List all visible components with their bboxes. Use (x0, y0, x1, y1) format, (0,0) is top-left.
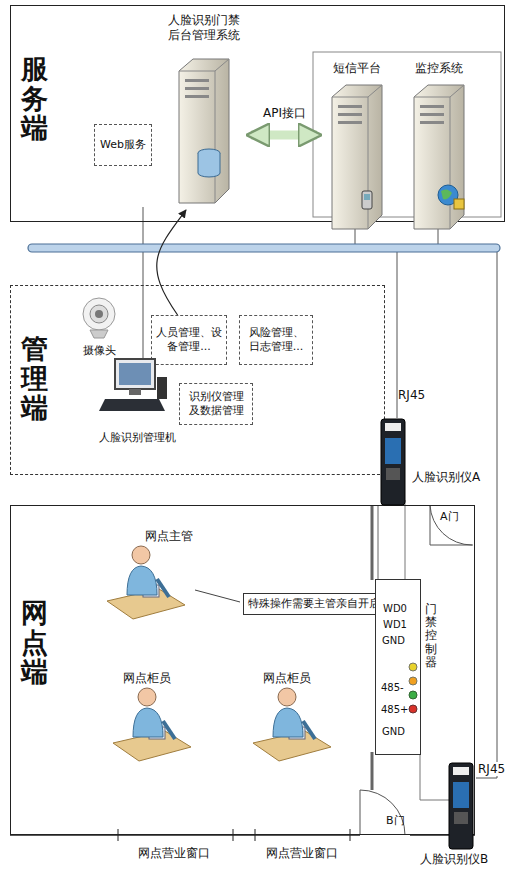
plain-label: GND (382, 726, 405, 738)
function-box: 风险管理、日志管理... (239, 315, 313, 365)
node-label: 风险管理、日志管理... (244, 326, 308, 354)
reader-drawing (448, 762, 474, 850)
edge-label: API接口 (263, 106, 306, 120)
plain-label: GND (382, 635, 405, 647)
plain-label: 网点营业窗口 (266, 846, 338, 860)
node-label: 人员管理、设备管理... (156, 326, 222, 354)
connector (157, 210, 186, 315)
callout-box: 特殊操作需要主管亲自开启 (243, 593, 385, 615)
node-label: 网点端 (21, 598, 48, 687)
led-dots (407, 661, 419, 721)
plain-label: RJ45 (398, 388, 425, 402)
node-label: 识别仪管理及数据管理 (184, 390, 248, 418)
server-tower (328, 83, 386, 233)
plain-label: 485+ (381, 704, 408, 716)
node-label: 摄像头 (67, 344, 131, 358)
node-label: 门禁控制器 (425, 603, 437, 669)
server-tower (175, 57, 233, 207)
server-tower (410, 83, 468, 233)
node-label: 短信平台 (319, 61, 394, 76)
plain-label: 485- (381, 682, 404, 694)
node-label: 监控系统 (399, 61, 479, 76)
person-icon: 网点柜员 (241, 671, 337, 763)
node-label: 人脸识别仪B (420, 852, 488, 867)
node-label: 人脸识别仪A (412, 470, 480, 485)
camera-icon: 摄像头 (67, 294, 131, 366)
node-label: 网点柜员 (123, 671, 171, 686)
computer-icon: 人脸识别管理机 (79, 353, 195, 459)
function-box: 人员管理、设备管理... (151, 315, 227, 365)
node-label: 特殊操作需要主管亲自开启 (248, 597, 380, 611)
face-reader: 人脸识别仪A (376, 414, 488, 508)
server-icon: 人脸识别门禁后台管理系统 (159, 13, 249, 210)
node-label: 人脸识别管理机 (79, 431, 195, 445)
person-drawing (245, 681, 335, 765)
server-icon: 监控系统 (399, 61, 479, 211)
plain-label: B门 (386, 814, 405, 827)
region-band: 管理端 人员管理、设备管理... 风险管理、日志管理... 识别仪管理及数据管理人脸识… (10, 285, 385, 475)
region-band: 服务端 人脸识别门禁后台管理系统 Web服务 短信平台监控系统 (10, 5, 505, 222)
node-label: Web服务 (100, 138, 146, 152)
reader-drawing (380, 418, 406, 506)
camera-drawing (76, 294, 122, 340)
connector (251, 131, 317, 140)
function-box: 识别仪管理及数据管理 (179, 383, 253, 425)
node-label: 服务端 (21, 54, 48, 143)
person-drawing (105, 681, 195, 765)
computer-drawing (99, 355, 169, 421)
plain-label: 网点营业窗口 (138, 846, 210, 860)
region-band: 网点端 网点主管特殊操作需要主管亲自开启网点柜员 网点柜员 门禁控制器 (10, 505, 475, 835)
person-icon: 网点主管 (99, 529, 221, 621)
person-drawing (99, 539, 189, 623)
person-icon: 网点柜员 (101, 671, 197, 763)
function-box: Web服务 (94, 124, 152, 166)
plain-label: RJ45 (478, 762, 505, 776)
plain-label: WD1 (383, 619, 407, 631)
node-label: 网点主管 (145, 529, 193, 544)
face-reader: 人脸识别仪B (420, 762, 516, 870)
plain-label: WD0 (383, 603, 407, 615)
server-icon: 短信平台 (319, 61, 394, 211)
node-label: 管理端 (21, 334, 48, 423)
node-label: 网点柜员 (263, 671, 311, 686)
node-label: 人脸识别门禁后台管理系统 (159, 13, 249, 43)
plain-label: A门 (440, 510, 459, 523)
